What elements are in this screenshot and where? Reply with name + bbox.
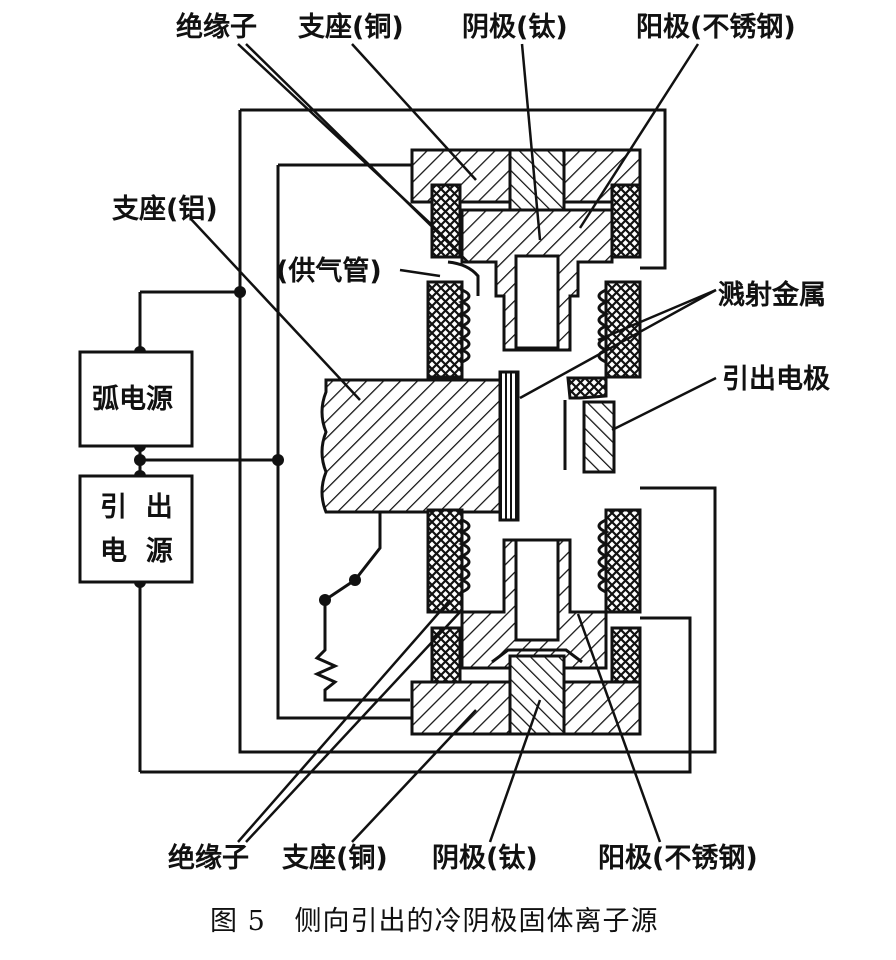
- aluminum-support: [320, 370, 520, 522]
- extraction-side: [563, 376, 616, 474]
- bottom-assembly: [410, 538, 642, 736]
- label-bottom-insulator: 绝缘子: [168, 843, 249, 874]
- top-insulator-right: [610, 183, 642, 259]
- sputter-target: [498, 370, 520, 522]
- top-anode-bore: [514, 254, 560, 350]
- label-aluminum-support: 支座(铝): [112, 194, 218, 225]
- wiring: [138, 108, 717, 774]
- label-bottom-stainless-anode: 阳极(不锈钢): [598, 843, 758, 874]
- label-extraction-electrode: 引出电极: [722, 364, 830, 395]
- extraction-electrode: [582, 400, 616, 474]
- label-top-insulator: 绝缘子: [176, 12, 257, 43]
- extract-power-label-line1: 引 出: [100, 492, 173, 523]
- extract-power-box: [78, 474, 194, 584]
- arc-power-label: 弧电源: [92, 384, 173, 415]
- figure-caption: 图 5 侧向引出的冷阴极固体离子源: [210, 906, 659, 937]
- arc-power-box: [78, 350, 194, 448]
- bottom-anode-bore: [514, 538, 560, 642]
- label-gas-pipe: (供气管): [276, 256, 382, 287]
- label-bottom-titanium-cathode: 阴极(钛): [432, 843, 538, 874]
- bottom-bellows: [426, 508, 642, 614]
- bottom-titanium-cathode: [508, 654, 566, 736]
- label-bottom-copper-support: 支座(铜): [282, 843, 388, 874]
- top-insulator-left: [430, 183, 462, 259]
- label-sputter-metal: 溅射金属: [718, 280, 826, 311]
- extract-power-label-line2: 电 源: [100, 536, 173, 567]
- label-top-copper-support: 支座(铜): [298, 12, 404, 43]
- label-top-titanium-cathode: 阴极(钛): [462, 12, 568, 43]
- label-top-stainless-anode: 阳极(不锈钢): [636, 12, 796, 43]
- leader-lines: [189, 43, 717, 843]
